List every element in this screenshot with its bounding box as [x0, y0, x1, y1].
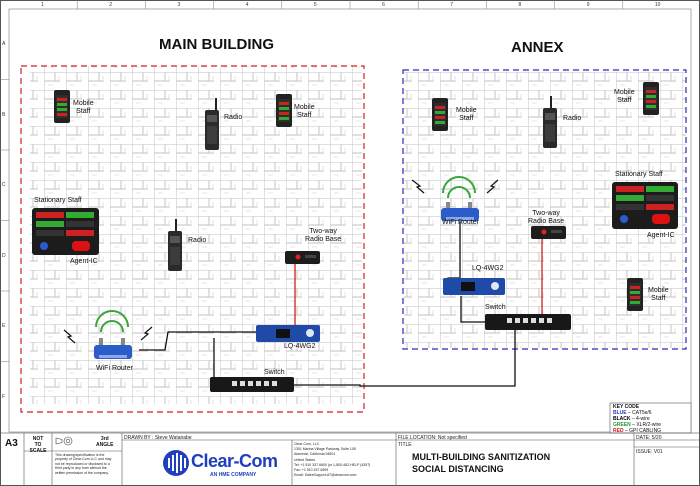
- stationary-staff-label: Stationary Staff: [34, 197, 82, 204]
- mobile-staff-label: Mobile Staff: [73, 100, 94, 115]
- projection-angle-icon: [55, 436, 73, 446]
- company-logo-tagline: AN HME COMPANY: [210, 472, 257, 478]
- sheet-size: A3: [5, 438, 18, 449]
- wifi-router-label: WiFi Router: [442, 219, 479, 226]
- agent-ic-label: Agent-IC: [70, 258, 98, 265]
- grid-ticks: [0, 0, 624, 362]
- mobile-staff-label: Mobile Staff: [294, 104, 315, 119]
- key-code-color-label: BLUE: [613, 410, 627, 416]
- title-label: TITLE: [398, 442, 412, 448]
- annex-title: ANNEX: [511, 39, 564, 56]
- switch-label: Switch: [485, 304, 506, 311]
- radio-icon: [543, 96, 557, 148]
- mobile-phone-icon: [54, 90, 70, 123]
- network-switch-icon: [210, 377, 294, 392]
- main-building-title: MAIN BUILDING: [159, 36, 274, 53]
- annex-outline: [402, 69, 687, 350]
- drawn-by: DRAWN BY : Steve Watanabe: [124, 435, 192, 441]
- grid-column-number: 9: [586, 2, 590, 8]
- key-code-item: GREEN – XLR/2-wire: [613, 422, 661, 428]
- agent-ic-panel-icon: [612, 182, 678, 229]
- radio-icon: [168, 219, 182, 271]
- lq-4wg2-device-icon: [443, 278, 505, 295]
- key-code-color-label: GREEN: [613, 422, 631, 428]
- mobile-staff-label: Mobile Staff: [648, 287, 669, 302]
- key-code-box: [609, 402, 692, 434]
- grid-row-letter: C: [2, 182, 6, 189]
- radio-label: Radio: [563, 115, 582, 122]
- cable-router-to-lq-main: [139, 331, 256, 351]
- cable-switch-to-switch: [292, 330, 516, 387]
- radio-label: Radio: [188, 237, 207, 244]
- grid-row-letter: E: [2, 323, 6, 330]
- main-building-outline: [20, 65, 365, 413]
- mobile-staff-label: Mobile Staff: [456, 107, 477, 122]
- cable-lq-annex-to-switch: [460, 296, 486, 323]
- radio-base-icon: [531, 226, 566, 239]
- mobile-phone-icon: [627, 278, 643, 311]
- title-block-lines: [0, 432, 700, 486]
- agent-ic-panel-icon: [32, 208, 99, 255]
- lq-4wg2-label: LQ-4WG2: [284, 343, 316, 350]
- clear-com-logo-icon: [163, 450, 189, 476]
- two-way-radio-base-label: Two-way Radio Base: [305, 228, 342, 243]
- company-address: Clear-Com, LLC 1301 Marina Village Parkw…: [294, 442, 371, 478]
- wifi-router-icon: [94, 310, 132, 359]
- radio-icon: [205, 98, 219, 150]
- file-location: FILE LOCATION: Not specified: [398, 435, 467, 441]
- mobile-phone-icon: [643, 82, 659, 115]
- key-code-desc: – 4-wire: [630, 416, 650, 422]
- grid-column-number: 4: [245, 2, 249, 8]
- key-code-item: BLUE – CAT5e/6: [613, 410, 661, 416]
- wifi-router-label: WiFi Router: [96, 365, 133, 372]
- grid-column-number: 3: [177, 2, 181, 8]
- grid-column-number: 1: [41, 2, 44, 8]
- grid-column-number: 6: [382, 2, 385, 8]
- grid-row-letter: B: [2, 111, 6, 118]
- grid-row-letter: F: [2, 393, 6, 400]
- grid-column-number: 10: [654, 2, 661, 8]
- radio-base-icon: [285, 251, 320, 264]
- projection-angle: 3rd ANGLE: [96, 436, 114, 448]
- grid-row-letter: D: [2, 252, 6, 259]
- key-code: KEY CODE BLUE – CAT5e/6 BLACK – 4-wire G…: [613, 404, 661, 434]
- company-logo-text: Clear-Com: [191, 451, 278, 471]
- mobile-staff-label: Mobile Staff: [614, 89, 635, 104]
- switch-label: Switch: [264, 369, 285, 376]
- key-code-desc: – CAT5e/6: [626, 410, 652, 416]
- two-way-radio-base-label: Two-way Radio Base: [528, 210, 565, 225]
- disclaimer: This drawing/specification is the proper…: [55, 453, 112, 475]
- key-code-color-label: RED: [613, 428, 624, 434]
- key-code-title: KEY CODE: [613, 404, 640, 410]
- stationary-staff-label: Stationary Staff: [615, 171, 663, 178]
- key-code-desc: – GPI CABLING: [623, 428, 662, 434]
- grid-column-number: 7: [450, 2, 454, 8]
- lq-4wg2-device-icon: [256, 325, 320, 342]
- grid-row-letter: A: [2, 41, 6, 48]
- key-code-color-label: BLACK: [613, 416, 631, 422]
- grid-column-number: 5: [313, 2, 317, 8]
- grid-column-number: 8: [518, 2, 522, 8]
- issue: ISSUE: V01: [636, 449, 663, 455]
- key-code-item: RED – GPI CABLING: [613, 428, 661, 434]
- date: DATE: 5/20: [636, 435, 662, 441]
- wireless-signal-icons: [63, 179, 499, 344]
- mobile-phone-icon: [276, 94, 292, 127]
- grid-column-number: 2: [109, 2, 113, 8]
- wifi-router-icon: [441, 176, 479, 221]
- key-code-desc: – XLR/2-wire: [630, 422, 662, 428]
- agent-ic-label: Agent-IC: [647, 232, 675, 239]
- radio-label: Radio: [224, 114, 243, 121]
- lq-4wg2-label: LQ-4WG2: [472, 265, 504, 272]
- drawing-title: MULTI-BUILDING SANITIZATION SOCIAL DISTA…: [412, 452, 551, 474]
- mobile-phone-icon: [432, 98, 448, 131]
- not-to-scale: NOT TO SCALE: [29, 436, 47, 454]
- key-code-item: BLACK – 4-wire: [613, 416, 661, 422]
- network-switch-icon: [485, 314, 571, 330]
